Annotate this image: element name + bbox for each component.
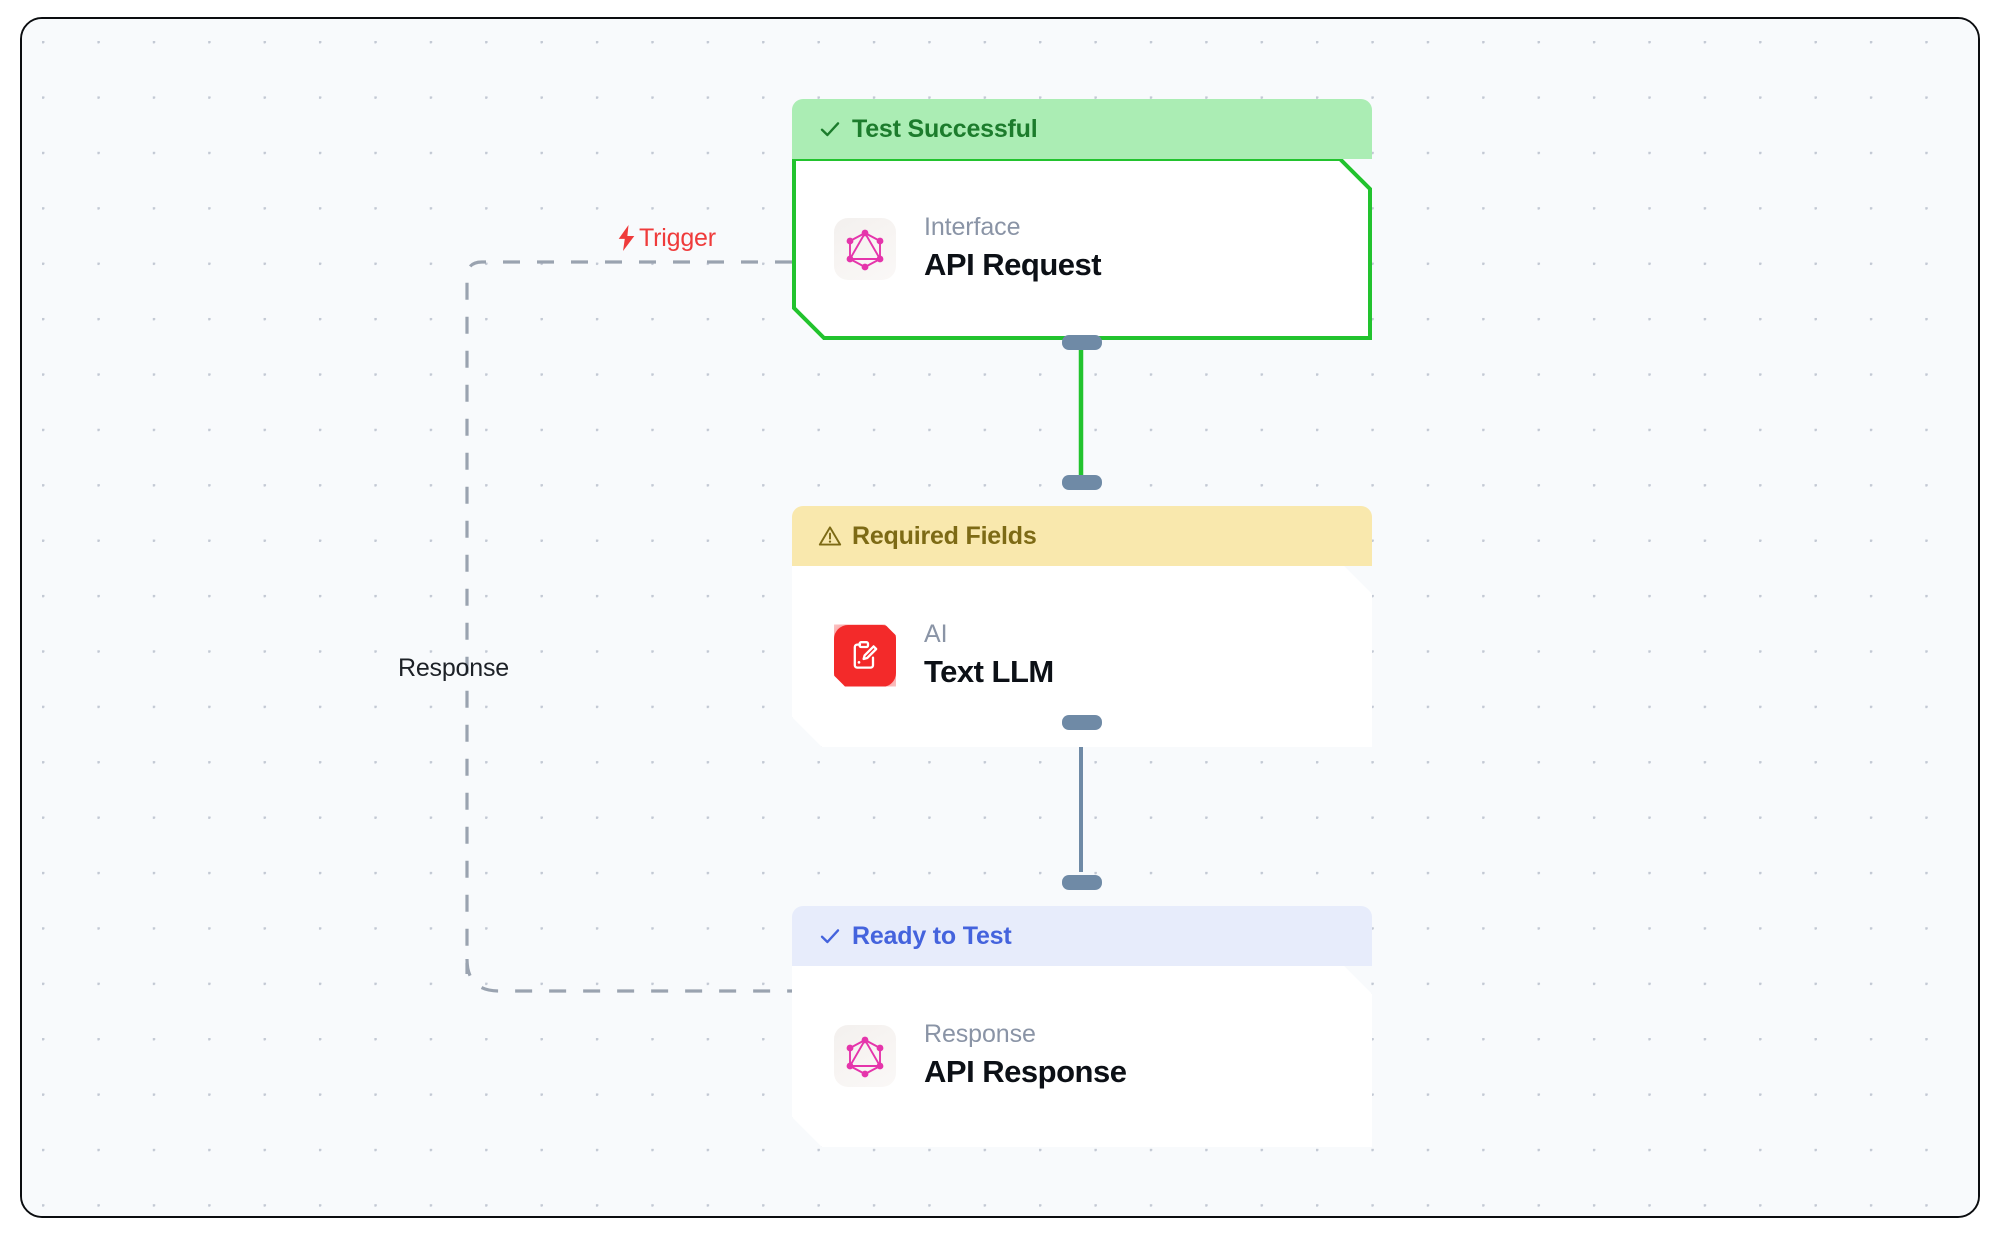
node-handle-source-text-llm[interactable] bbox=[1062, 715, 1102, 730]
node-kind-label: Response bbox=[924, 1019, 1036, 1048]
edge-trigger-path[interactable] bbox=[465, 260, 792, 974]
lightning-bolt-icon bbox=[617, 225, 636, 251]
node-card-api-request[interactable]: Interface API Request bbox=[792, 157, 1372, 340]
node-text-llm[interactable]: Required Fields AI Text LLM bbox=[792, 475, 1372, 747]
edge-label-trigger[interactable]: Trigger bbox=[617, 225, 716, 251]
check-icon bbox=[818, 117, 842, 141]
node-text-block: Interface API Request bbox=[924, 214, 1101, 283]
edge-layer bbox=[465, 260, 1084, 993]
edge-response-path[interactable] bbox=[465, 958, 792, 993]
node-status-required-fields: Required Fields bbox=[792, 506, 1372, 566]
edge-label-response-text: Response bbox=[398, 654, 509, 682]
node-handle-source-api-request[interactable] bbox=[1062, 335, 1102, 350]
node-text-block: AI Text LLM bbox=[924, 621, 1054, 690]
node-api-response[interactable]: Ready to Test bbox=[792, 875, 1372, 1147]
node-status-label: Required Fields bbox=[852, 521, 1037, 550]
node-title-label: Text LLM bbox=[924, 654, 1054, 690]
node-status-ready-to-test: Ready to Test bbox=[792, 906, 1372, 966]
node-kind-label: Interface bbox=[924, 212, 1021, 241]
node-text-block: Response API Response bbox=[924, 1021, 1126, 1090]
node-title-label: API Response bbox=[924, 1054, 1127, 1090]
edge-label-trigger-text: Trigger bbox=[639, 223, 716, 252]
flow-canvas[interactable]: Trigger Response Test Successful bbox=[22, 19, 1978, 1216]
node-status-label: Test Successful bbox=[852, 114, 1038, 143]
clipboard-pencil-icon bbox=[834, 625, 896, 687]
node-status-label: Ready to Test bbox=[852, 921, 1012, 950]
check-icon bbox=[818, 924, 842, 948]
node-status-test-successful: Test Successful bbox=[792, 99, 1372, 159]
node-handle-target-text-llm[interactable] bbox=[1062, 475, 1102, 490]
node-kind-label: AI bbox=[924, 619, 948, 648]
node-title-label: API Request bbox=[924, 247, 1102, 283]
graphql-icon bbox=[834, 218, 896, 280]
node-card-api-response[interactable]: Response API Response bbox=[792, 964, 1372, 1147]
node-handle-target-api-response[interactable] bbox=[1062, 875, 1102, 890]
workflow-editor-frame: Trigger Response Test Successful bbox=[20, 17, 1980, 1218]
graphql-icon bbox=[834, 1025, 896, 1087]
warning-triangle-icon bbox=[818, 524, 842, 548]
node-api-request[interactable]: Test Successful bbox=[792, 99, 1372, 350]
edge-label-response[interactable]: Response bbox=[398, 656, 509, 681]
